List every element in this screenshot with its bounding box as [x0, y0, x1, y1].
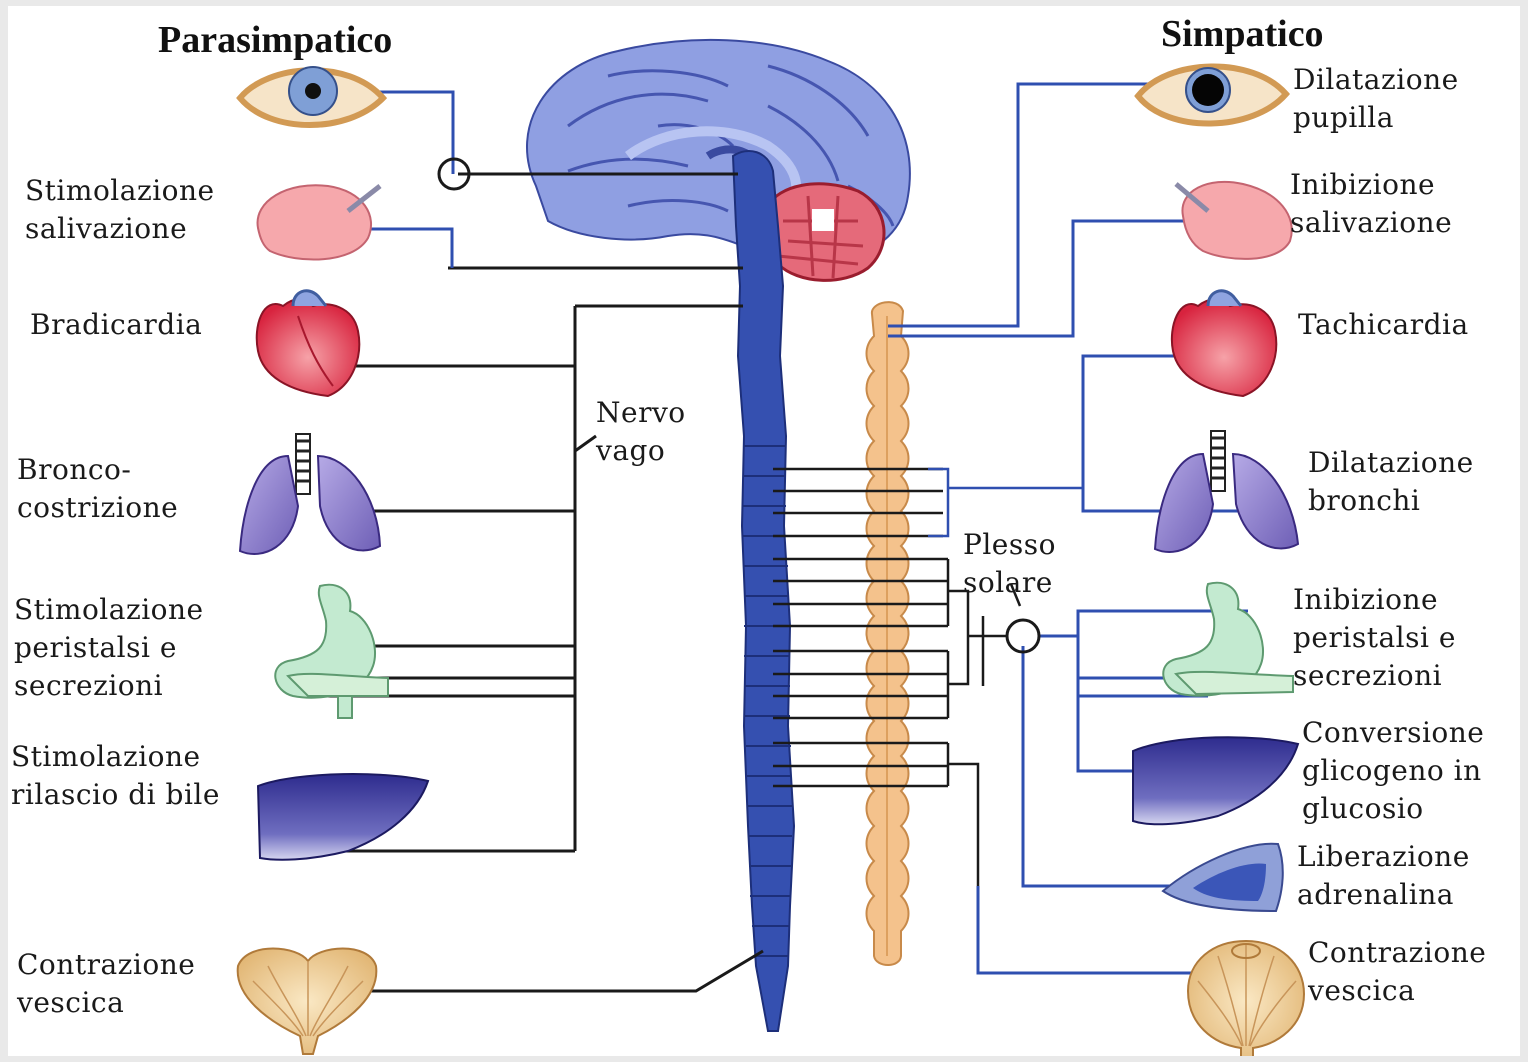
adrenal-gland	[1163, 844, 1283, 911]
label-line: Conversione	[1302, 714, 1484, 752]
label-line: Tachicardia	[1298, 306, 1469, 344]
right-eye	[1138, 66, 1286, 123]
label-line: bronchi	[1308, 482, 1474, 520]
left-heart	[257, 291, 360, 396]
diagram-graphics	[8, 6, 1520, 1056]
brain	[527, 40, 910, 280]
label-stimulation-bile: Stimolazione rilascio di bile	[11, 738, 220, 814]
parasympathetic-nerves	[298, 174, 763, 991]
label-peristalsis-inhibition: Inibizione peristalsi e secrezioni	[1293, 581, 1456, 695]
label-line: glicogeno in	[1302, 752, 1484, 790]
label-line: peristalsi e	[14, 629, 204, 667]
label-line: vago	[596, 432, 686, 470]
label-line: Stimolazione	[14, 591, 204, 629]
label-line: Contrazione	[1308, 934, 1486, 972]
sympathetic-title: Simpatico	[1161, 12, 1324, 56]
label-line: Dilatazione	[1293, 61, 1459, 99]
label-stimulation-salivation: Stimolazione salivazione	[25, 172, 215, 248]
label-line: Inibizione	[1290, 166, 1452, 204]
label-line: Contrazione	[17, 946, 195, 984]
right-heart	[1172, 291, 1276, 396]
left-salivary-gland	[258, 185, 380, 259]
right-bladder	[1188, 941, 1304, 1056]
label-line: Bronco-	[17, 451, 178, 489]
label-line: salivazione	[25, 210, 215, 248]
label-vagus-nerve: Nervo vago	[596, 394, 686, 470]
label-adrenaline-release: Liberazione adrenalina	[1297, 838, 1470, 914]
label-line: peristalsi e	[1293, 619, 1456, 657]
left-liver	[258, 774, 428, 860]
label-salivation-inhibition: Inibizione salivazione	[1290, 166, 1452, 242]
label-line: Bradicardia	[30, 306, 202, 344]
label-line: Dilatazione	[1308, 444, 1474, 482]
label-line: solare	[963, 564, 1056, 602]
label-glycogen-conversion: Conversione glicogeno in glucosio	[1302, 714, 1484, 828]
label-pupil-dilation: Dilatazione pupilla	[1293, 61, 1459, 137]
sympathetic-chain	[867, 302, 909, 965]
label-line: pupilla	[1293, 99, 1459, 137]
label-line: Nervo	[596, 394, 686, 432]
label-bladder-contraction-left: Contrazione vescica	[17, 946, 195, 1022]
label-line: secrezioni	[1293, 657, 1456, 695]
label-line: Stimolazione	[11, 738, 220, 776]
left-eye	[240, 67, 383, 125]
label-bladder-contraction-right: Contrazione vescica	[1308, 934, 1486, 1010]
right-lungs	[1155, 431, 1298, 552]
label-line: costrizione	[17, 489, 178, 527]
label-line: vescica	[17, 984, 195, 1022]
label-line: vescica	[1308, 972, 1486, 1010]
spinal-cord	[733, 151, 794, 1031]
label-line: glucosio	[1302, 790, 1484, 828]
label-line: Stimolazione	[25, 172, 215, 210]
label-line: Plesso	[963, 526, 1056, 564]
right-salivary-gland	[1176, 182, 1292, 259]
label-line: secrezioni	[14, 667, 204, 705]
right-liver	[1133, 737, 1298, 824]
label-line: rilascio di bile	[11, 776, 220, 814]
label-line: Liberazione	[1297, 838, 1470, 876]
label-bronchi-dilation: Dilatazione bronchi	[1308, 444, 1474, 520]
right-stomach	[1163, 583, 1293, 696]
label-tachycardia: Tachicardia	[1298, 306, 1469, 344]
parasympathetic-title: Parasimpatico	[158, 18, 392, 62]
label-line: Inibizione	[1293, 581, 1456, 619]
label-solar-plexus: Plesso solare	[963, 526, 1056, 602]
label-line: adrenalina	[1297, 876, 1470, 914]
label-stimulation-peristalsis: Stimolazione peristalsi e secrezioni	[14, 591, 204, 705]
label-line: salivazione	[1290, 204, 1452, 242]
left-bladder	[238, 949, 377, 1055]
left-stomach	[275, 585, 388, 718]
label-bradycardia: Bradicardia	[30, 306, 202, 344]
nervous-system-diagram: Parasimpatico Simpatico Stimolazione sal…	[8, 6, 1520, 1056]
label-bronchoconstriction: Bronco- costrizione	[17, 451, 178, 527]
left-lungs	[240, 434, 380, 554]
